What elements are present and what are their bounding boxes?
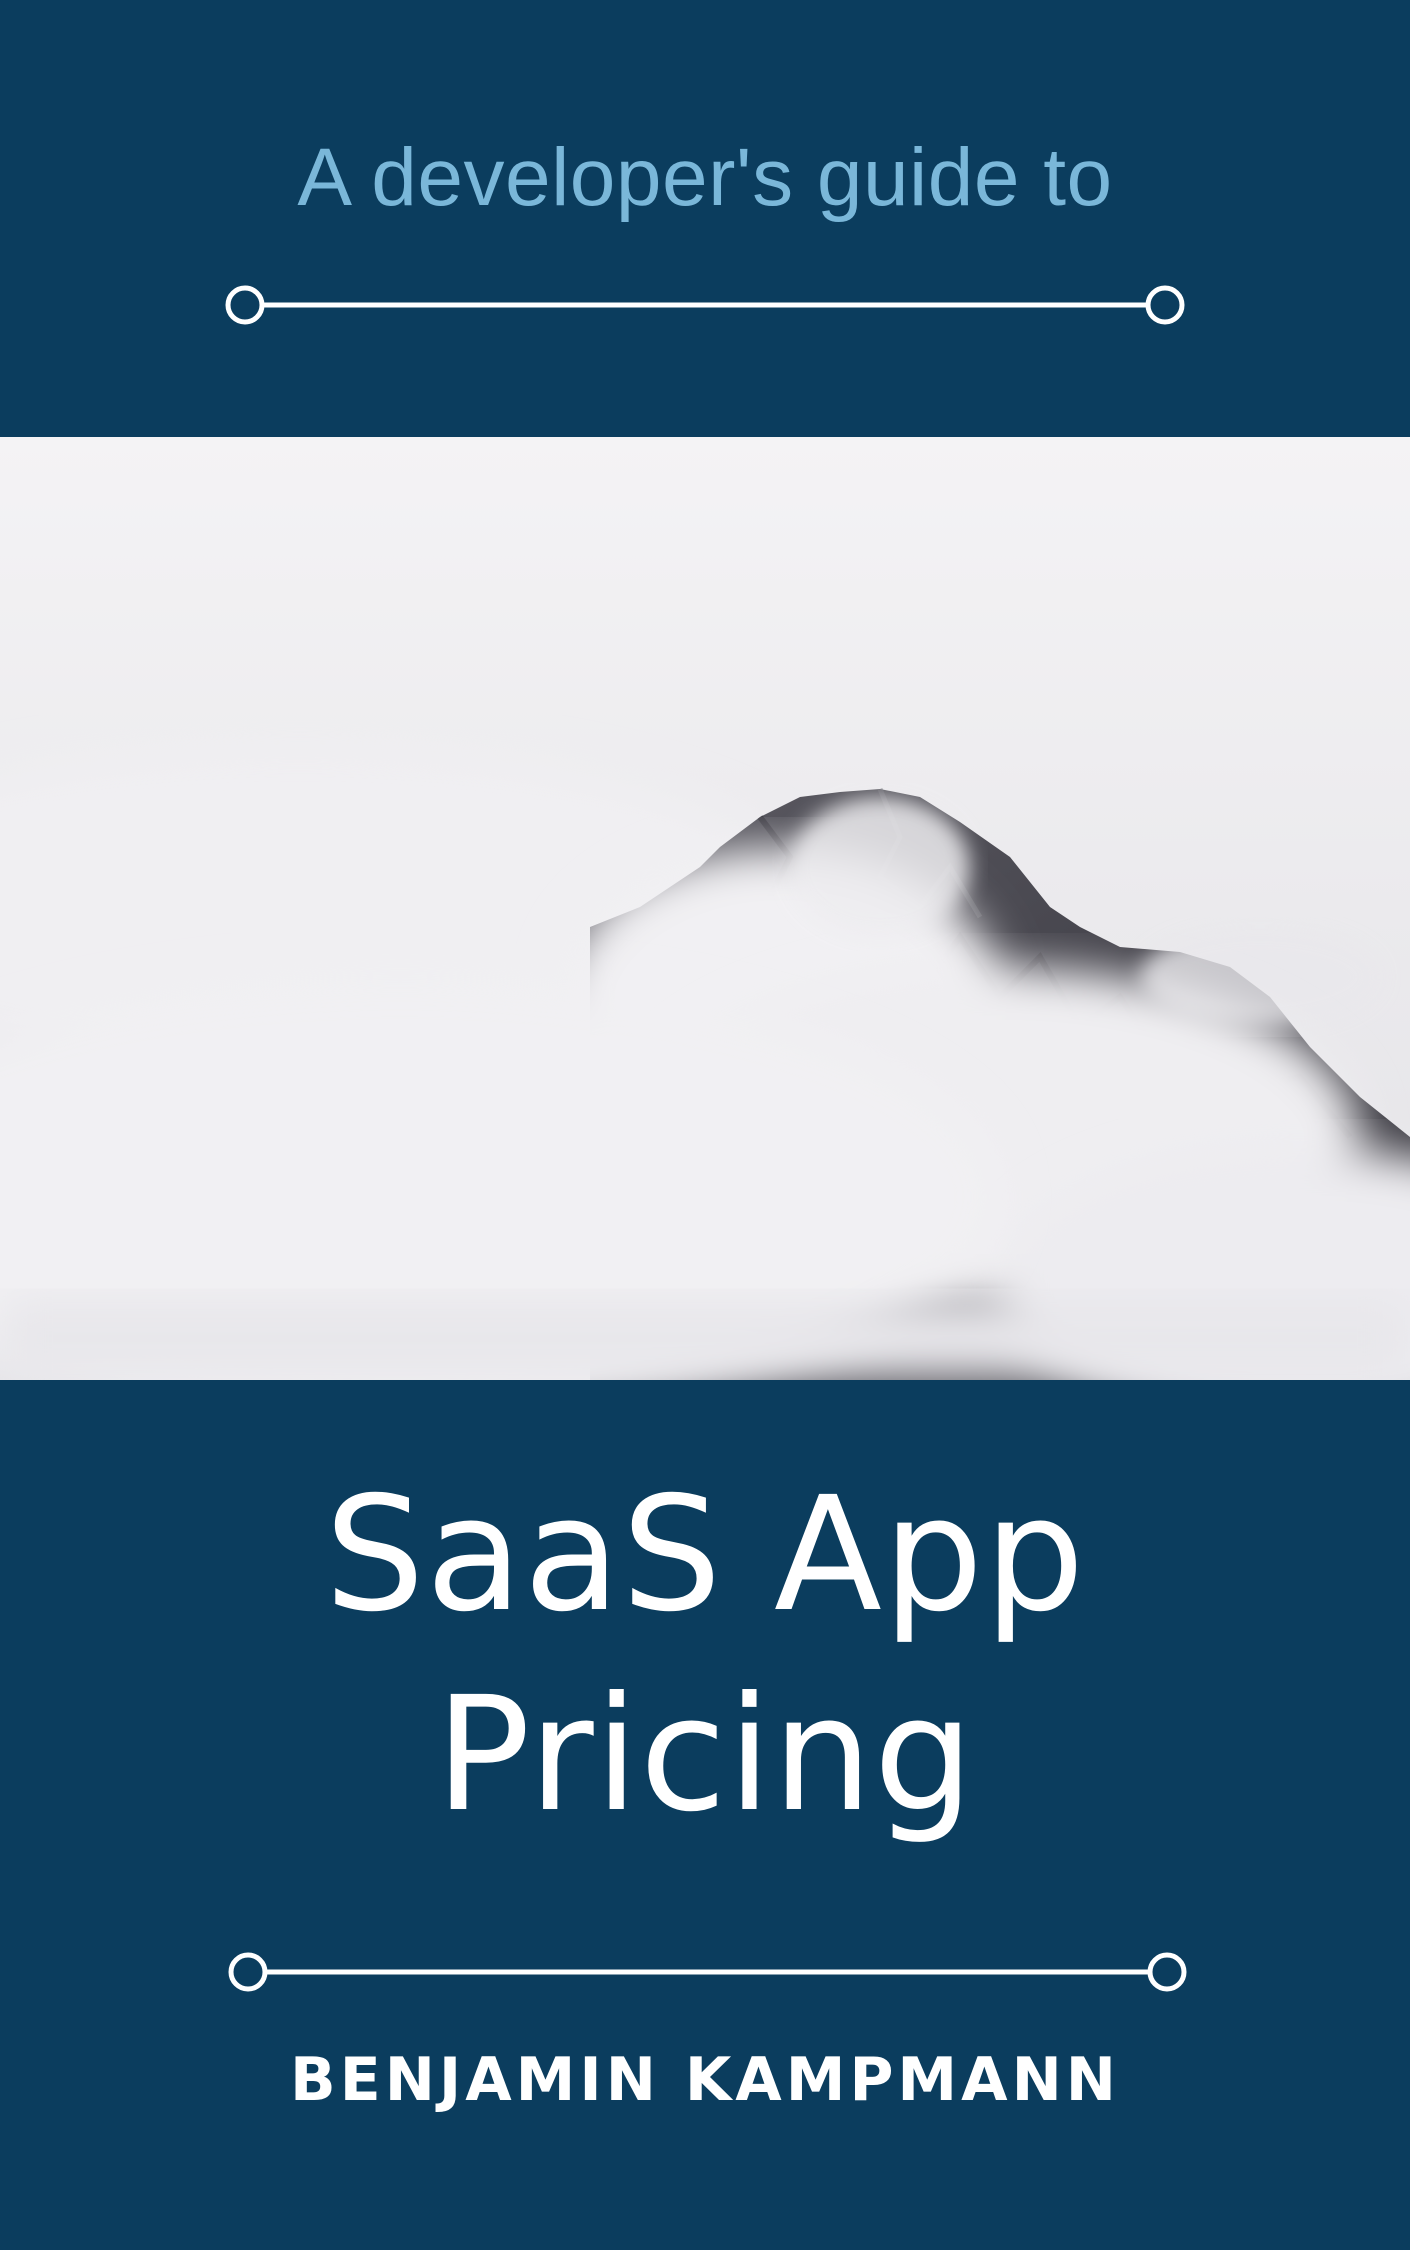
cover-title-line-2: Pricing bbox=[435, 1663, 975, 1847]
cover-title-line-1: SaaS App bbox=[324, 1463, 1086, 1647]
cover-photo-mountain bbox=[0, 437, 1410, 1380]
top-divider bbox=[0, 275, 1410, 335]
bottom-band bbox=[0, 1380, 1410, 2250]
cover-author: BENJAMIN KAMPMANN bbox=[289, 2045, 1120, 2115]
top-band bbox=[0, 0, 1410, 437]
bottom-divider bbox=[0, 1942, 1410, 2002]
cover-subtitle: A developer's guide to bbox=[297, 132, 1113, 223]
